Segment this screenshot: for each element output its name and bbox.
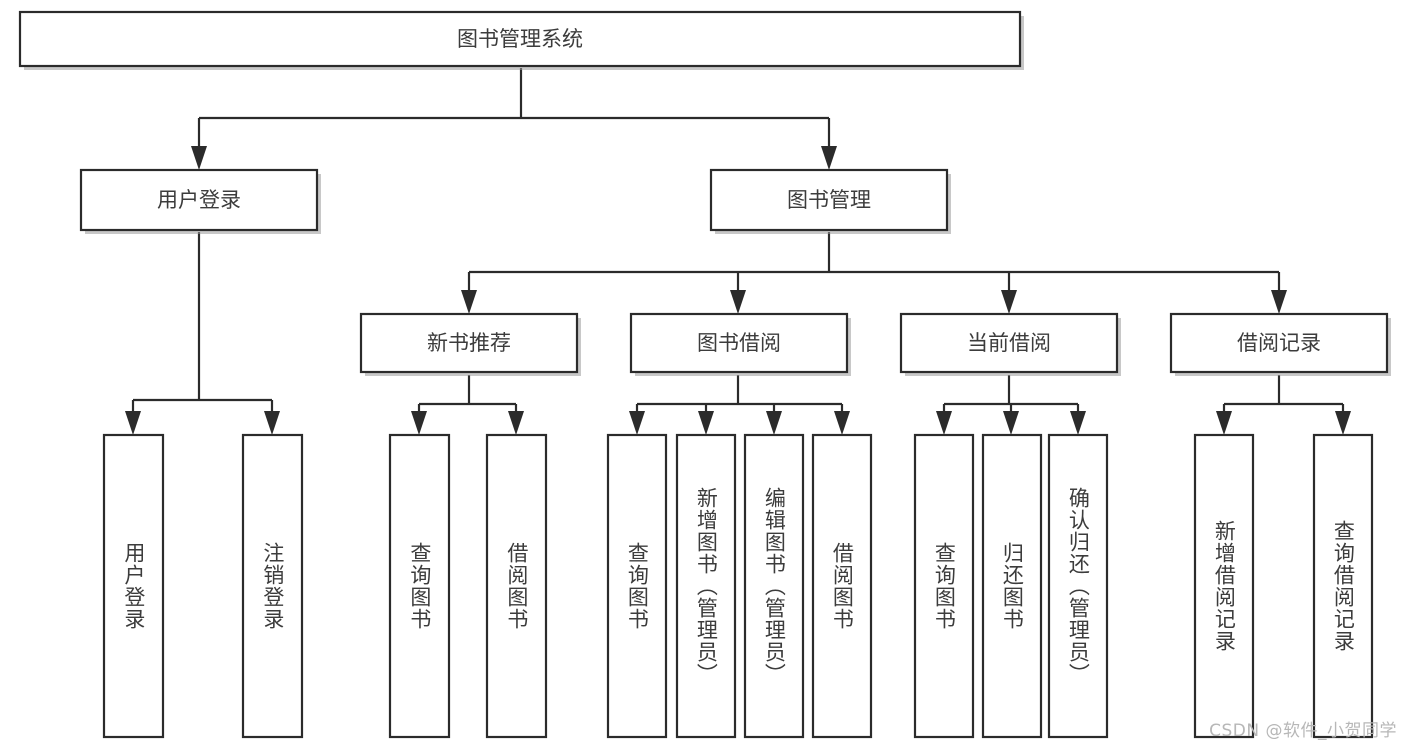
node-borrow-record[interactable]: 借阅记录 bbox=[1169, 312, 1391, 376]
root-label: 图书管理系统 bbox=[457, 27, 583, 51]
leaf-query-book-borrow[interactable]: 查询图书 bbox=[606, 433, 668, 739]
leaf-query-book-current[interactable]: 查询图书 bbox=[913, 433, 975, 739]
arrow-leaf-return-book bbox=[1003, 411, 1019, 435]
leaf-add-record[interactable]: 新增借阅记录 bbox=[1193, 433, 1255, 739]
arrow-leaf-logout bbox=[264, 411, 280, 435]
leaf-borrow-book-borrow-label: 借阅图书 bbox=[830, 542, 855, 630]
arrow-new-book bbox=[461, 290, 477, 314]
leaf-query-book-current-label-wrap: 查询图书 bbox=[932, 542, 957, 630]
node-current-borrow[interactable]: 当前借阅 bbox=[899, 312, 1121, 376]
arrow-leaf-query-book-1 bbox=[411, 411, 427, 435]
leaf-logout-label-wrap: 注销登录 bbox=[260, 542, 285, 630]
arrow-leaf-borrow-book-1 bbox=[508, 411, 524, 435]
arrow-borrow-record bbox=[1271, 290, 1287, 314]
leaf-query-book-newbook[interactable]: 查询图书 bbox=[388, 433, 451, 739]
node-new-book-recommend[interactable]: 新书推荐 bbox=[359, 312, 581, 376]
leaf-user-login-label-wrap: 用户登录 bbox=[121, 542, 146, 630]
leaf-edit-book-label: 编辑图书（管理员） bbox=[762, 487, 787, 685]
arrow-leaf-confirm-return bbox=[1070, 411, 1086, 435]
root-box bbox=[18, 10, 1022, 68]
arrow-user-login bbox=[191, 146, 207, 170]
node-root[interactable]: 图书管理系统 bbox=[18, 10, 1024, 70]
leaf-add-book-label: 新增图书（管理员） bbox=[694, 487, 719, 685]
leaf-confirm-return-label-wrap: 确认归还（管理员） bbox=[1066, 487, 1091, 685]
arrow-current-borrow bbox=[1001, 290, 1017, 314]
borrow-record-label: 借阅记录 bbox=[1237, 331, 1321, 355]
leaf-borrow-book-borrow-box bbox=[811, 433, 873, 739]
leaf-return-book-box bbox=[981, 433, 1043, 739]
leaf-confirm-return-label: 确认归还（管理员） bbox=[1066, 487, 1091, 685]
leaf-return-book[interactable]: 归还图书 bbox=[981, 433, 1043, 739]
leaf-user-login-box bbox=[102, 433, 165, 739]
arrow-leaf-user-login bbox=[125, 411, 141, 435]
arrow-leaf-add-book bbox=[698, 411, 714, 435]
leaf-add-book-box bbox=[675, 433, 737, 739]
leaf-user-login-label: 用户登录 bbox=[121, 542, 146, 630]
leaf-return-book-label: 归还图书 bbox=[1000, 542, 1025, 630]
book-borrow-box bbox=[629, 312, 849, 374]
book-borrow-label: 图书借阅 bbox=[697, 331, 781, 355]
leaf-logout-box bbox=[241, 433, 304, 739]
leaf-query-book-newbook-box bbox=[388, 433, 451, 739]
leaf-add-book[interactable]: 新增图书（管理员） bbox=[675, 433, 737, 739]
leaf-logout[interactable]: 注销登录 bbox=[241, 433, 304, 739]
current-borrow-label: 当前借阅 bbox=[967, 331, 1051, 355]
leaf-query-book-borrow-box bbox=[606, 433, 668, 739]
arrow-leaf-edit-book bbox=[766, 411, 782, 435]
leaf-add-record-label: 新增借阅记录 bbox=[1212, 520, 1237, 652]
new-book-label: 新书推荐 bbox=[427, 331, 511, 355]
book-manage-label: 图书管理 bbox=[787, 188, 871, 212]
leaf-query-book-current-box bbox=[913, 433, 975, 739]
leaf-add-record-label-wrap: 新增借阅记录 bbox=[1212, 520, 1237, 652]
new-book-box bbox=[359, 312, 579, 374]
user-login-box bbox=[79, 168, 319, 232]
arrow-leaf-query-book-3 bbox=[936, 411, 952, 435]
book-manage-box bbox=[709, 168, 949, 232]
node-user-login[interactable]: 用户登录 bbox=[79, 168, 321, 234]
arrow-book-borrow bbox=[730, 290, 746, 314]
leaf-edit-book[interactable]: 编辑图书（管理员） bbox=[743, 433, 805, 739]
leaf-confirm-return-box bbox=[1047, 433, 1109, 739]
borrow-record-box bbox=[1169, 312, 1389, 374]
leaf-confirm-return[interactable]: 确认归还（管理员） bbox=[1047, 433, 1109, 739]
arrow-leaf-query-book-2 bbox=[629, 411, 645, 435]
leaf-query-book-borrow-label: 查询图书 bbox=[625, 542, 650, 630]
leaf-borrow-book-newbook-label: 借阅图书 bbox=[504, 542, 529, 630]
leaf-query-record-label-wrap: 查询借阅记录 bbox=[1331, 520, 1356, 652]
leaf-borrow-book-borrow[interactable]: 借阅图书 bbox=[811, 433, 873, 739]
leaf-borrow-book-newbook-box bbox=[485, 433, 548, 739]
arrow-leaf-add-record bbox=[1216, 411, 1232, 435]
leaf-add-book-label-wrap: 新增图书（管理员） bbox=[694, 487, 719, 685]
leaf-edit-book-box bbox=[743, 433, 805, 739]
node-book-borrow[interactable]: 图书借阅 bbox=[629, 312, 851, 376]
arrow-book-manage bbox=[821, 146, 837, 170]
leaf-query-book-current-label: 查询图书 bbox=[932, 542, 957, 630]
leaf-logout-label: 注销登录 bbox=[260, 542, 285, 630]
leaf-query-record-box bbox=[1312, 433, 1374, 739]
leaf-return-book-label-wrap: 归还图书 bbox=[1000, 542, 1025, 630]
leaf-borrow-book-borrow-label-wrap: 借阅图书 bbox=[830, 542, 855, 630]
leaf-borrow-book-newbook[interactable]: 借阅图书 bbox=[485, 433, 548, 739]
leaf-query-book-newbook-label-wrap: 查询图书 bbox=[407, 542, 432, 630]
connectors bbox=[125, 68, 1351, 435]
leaf-user-login[interactable]: 用户登录 bbox=[102, 433, 165, 739]
current-borrow-box bbox=[899, 312, 1119, 374]
leaf-query-book-newbook-label: 查询图书 bbox=[407, 542, 432, 630]
leaf-query-record-label: 查询借阅记录 bbox=[1331, 520, 1356, 652]
leaf-query-record[interactable]: 查询借阅记录 bbox=[1312, 433, 1374, 739]
leaf-query-book-borrow-label-wrap: 查询图书 bbox=[625, 542, 650, 630]
csdn-watermark: CSDN @软件_小贺同学 bbox=[1209, 721, 1397, 741]
user-login-label: 用户登录 bbox=[157, 188, 241, 212]
arrow-leaf-query-record bbox=[1335, 411, 1351, 435]
node-book-manage[interactable]: 图书管理 bbox=[709, 168, 951, 234]
arrow-leaf-borrow-book-2 bbox=[834, 411, 850, 435]
leaf-borrow-book-newbook-label-wrap: 借阅图书 bbox=[504, 542, 529, 630]
leaf-add-record-box bbox=[1193, 433, 1255, 739]
leaf-edit-book-label-wrap: 编辑图书（管理员） bbox=[762, 487, 787, 685]
